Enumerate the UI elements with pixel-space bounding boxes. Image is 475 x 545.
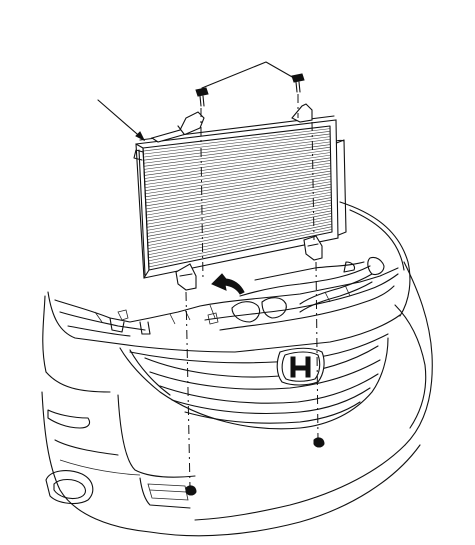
condenser-fin: [144, 152, 331, 179]
grille-emblem: [276, 347, 325, 386]
condenser-fin: [147, 202, 332, 237]
bumper-mounting-bolt-lower: [185, 437, 325, 496]
condenser-fin: [147, 199, 332, 234]
condenser-fin: [147, 207, 332, 243]
condenser-fin: [143, 136, 331, 161]
condenser-fin: [145, 176, 331, 207]
curved-arrow-icon: [211, 273, 245, 295]
condenser: [133, 103, 347, 291]
condenser-fin: [146, 186, 332, 219]
condenser-fin: [143, 131, 331, 155]
condenser-fin: [145, 178, 332, 210]
condenser-fin: [148, 215, 332, 252]
condenser-fin: [148, 229, 333, 268]
radiator-support: [54, 256, 399, 337]
condenser-fin: [145, 165, 331, 195]
condenser-fin: [143, 133, 331, 158]
condenser-fin: [144, 160, 331, 188]
condenser-fin: [147, 197, 332, 231]
condenser-fin: [146, 194, 332, 228]
front-bumper: [41, 201, 433, 537]
condenser-fin: [144, 149, 331, 176]
condenser-fin: [146, 191, 332, 225]
condenser-fins: [143, 128, 333, 268]
condenser-fin: [144, 157, 331, 185]
condenser-fin: [148, 221, 332, 259]
bolt-callout-leader: [201, 61, 295, 89]
condenser-fin: [145, 173, 331, 204]
condenser-fin: [143, 141, 331, 167]
condenser-fin: [143, 128, 331, 152]
condenser-fin: [144, 154, 331, 182]
condenser-fin: [144, 146, 331, 173]
condenser-fin: [147, 205, 332, 240]
upper-mounting-bolt-left: [195, 87, 209, 107]
condenser-callout-leader: [97, 99, 146, 142]
fog-light: [45, 470, 94, 505]
condenser-fin: [145, 168, 331, 198]
condenser-fin: [146, 189, 332, 222]
alignment-lines: [185, 94, 319, 489]
condenser-fin: [148, 226, 332, 265]
condenser-fin: [146, 184, 332, 216]
condenser-fin: [146, 181, 332, 213]
condenser-fin: [143, 138, 331, 164]
condenser-fin: [148, 218, 332, 256]
condenser-fin: [145, 162, 331, 191]
condenser-fin: [147, 213, 332, 249]
condenser-fin: [145, 170, 331, 201]
condenser-fin: [147, 210, 332, 246]
upper-mounting-bolt-right: [291, 73, 305, 93]
condenser-fin: [144, 144, 331, 170]
condenser-fin: [148, 223, 332, 262]
